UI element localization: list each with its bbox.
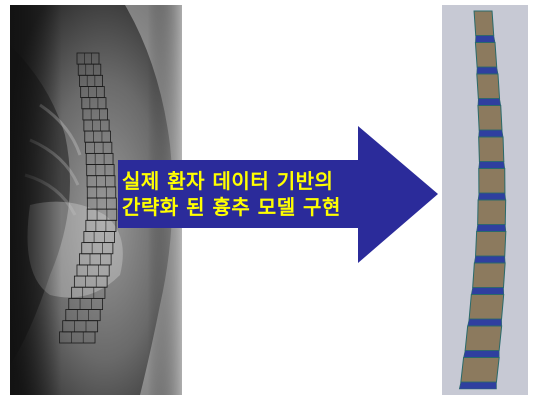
vertebra-block	[475, 43, 496, 68]
intervertebral-disc	[478, 99, 501, 106]
arrow-label: 실제 환자 데이터 기반의 간략화 된 흉추 모델 구현	[122, 168, 422, 220]
vertebra-block	[473, 263, 505, 288]
intervertebral-disc	[475, 36, 495, 43]
vertebra-block	[476, 232, 506, 257]
arrow-label-line-1: 실제 환자 데이터 기반의	[122, 168, 422, 194]
vertebra-block	[469, 295, 504, 320]
intervertebral-disc	[479, 130, 503, 137]
vertebra-block	[474, 11, 494, 36]
arrow-label-line-2: 간략화 된 흉추 모델 구현	[122, 194, 422, 220]
intervertebral-disc	[474, 256, 505, 263]
vertebra-block	[478, 200, 506, 225]
intervertebral-disc	[459, 382, 496, 389]
vertebra-block	[478, 106, 502, 131]
spine-model-image	[442, 5, 528, 395]
vertebra-block	[479, 169, 505, 194]
intervertebral-disc	[479, 162, 505, 169]
intervertebral-disc	[477, 67, 498, 74]
intervertebral-disc	[471, 288, 503, 295]
intervertebral-disc	[477, 225, 506, 232]
vertebra-block	[461, 358, 499, 383]
intervertebral-disc	[478, 193, 506, 200]
intervertebral-disc	[468, 319, 502, 326]
vertebra-block	[465, 326, 502, 351]
vertebra-block	[479, 137, 504, 162]
vertebra-block	[477, 74, 500, 99]
intervertebral-disc	[464, 351, 500, 358]
